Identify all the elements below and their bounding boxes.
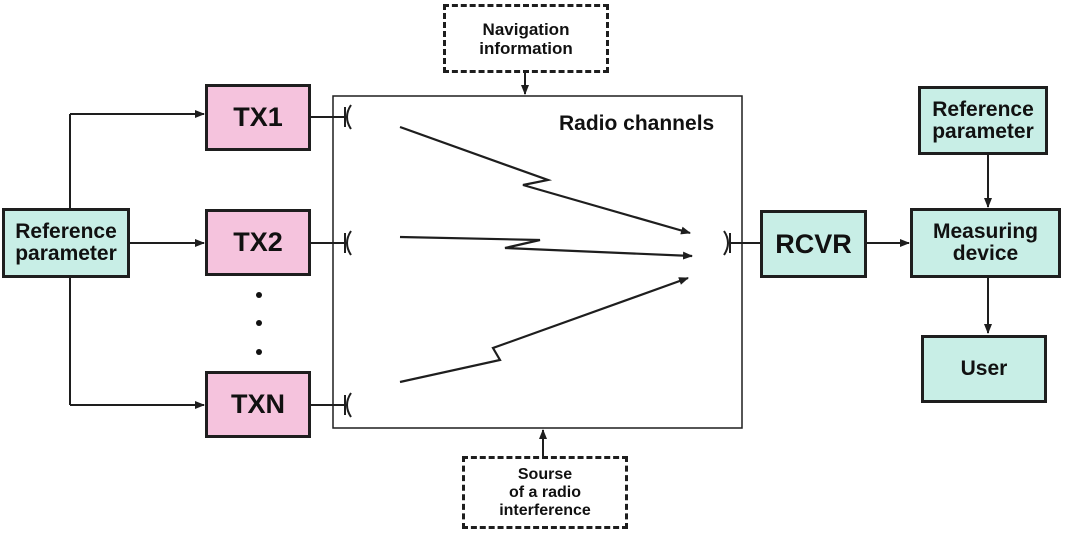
- radio-link-3: [399, 276, 689, 384]
- ellipsis-dot: [256, 320, 262, 326]
- ellipsis-dot: [256, 349, 262, 355]
- radio-channels-label: Radio channels: [559, 112, 715, 135]
- reference-parameter-right-box: Reference parameter: [918, 86, 1048, 155]
- rcvr-box: RCVR: [760, 210, 867, 278]
- tx1-antenna-icon: [344, 104, 352, 130]
- measuring-device-box: Measuring device: [910, 208, 1061, 278]
- radio-link-2: [399, 235, 693, 260]
- rcvr-antenna-icon: [723, 230, 760, 256]
- txn-antenna-icon: [344, 392, 352, 418]
- txn-box: TXN: [205, 371, 311, 438]
- user-box: User: [921, 335, 1047, 403]
- radio-link-1: [399, 125, 691, 235]
- interference-source-box: Sourse of a radio interference: [462, 456, 628, 529]
- tx2-box: TX2: [205, 209, 311, 276]
- tx1-box: TX1: [205, 84, 311, 151]
- reference-parameter-left-box: Reference parameter: [2, 208, 130, 278]
- radio-channels-frame: [332, 95, 743, 429]
- tx2-antenna-icon: [344, 230, 352, 256]
- ellipsis-dot: [256, 292, 262, 298]
- navigation-information-box: Navigation information: [443, 4, 609, 73]
